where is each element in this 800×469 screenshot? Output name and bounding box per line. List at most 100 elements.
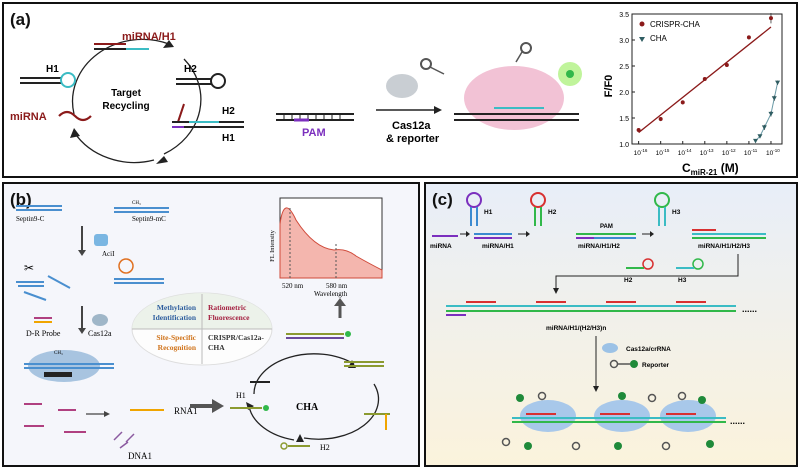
- panel-c-diagram: miRNA H1 miRNA/H1 H2 PAM: [430, 192, 766, 451]
- h1-hairpin: [20, 72, 76, 88]
- mirna-strand: [58, 110, 92, 122]
- h2-duplex-label: H2: [222, 106, 235, 117]
- h2-label: H2: [184, 64, 197, 75]
- ch3-label-1: CH₃: [132, 201, 141, 206]
- dna1-label: DNA1: [128, 451, 152, 461]
- h2-hairpin: [176, 73, 226, 89]
- mirna-h1-duplex-c: [474, 233, 512, 239]
- x-axis-label: CmiR-21 (M): [682, 161, 739, 176]
- identification-label: Identification: [153, 313, 197, 322]
- target-recycling-cycle: [70, 38, 202, 164]
- legend-crispr-marker: [639, 21, 645, 27]
- y-tick-label: 3.0: [619, 38, 629, 45]
- x-tick-label: 10-10: [766, 148, 780, 157]
- septin9-mc-dna: [114, 207, 169, 213]
- cha-fit-line: [755, 82, 779, 142]
- h1-label: H1: [46, 64, 59, 75]
- x-tick-label: 10-14: [678, 148, 692, 157]
- calibration-chart: F/F0 CmiR-21 (M) 1.01.52.02.53.03.510-16…: [603, 12, 783, 176]
- scissors-icon: ✂: [24, 261, 34, 275]
- h3-recycle-label: H3: [678, 277, 687, 284]
- ch3-label-2: CH₃: [54, 351, 63, 356]
- polymer-strand: [446, 301, 736, 316]
- cleaved-fragments: [16, 275, 164, 301]
- big-right-arrow: [190, 399, 224, 413]
- h2-h1-duplex: [172, 103, 244, 128]
- blocked-cut-icon: [118, 258, 134, 274]
- panel-a-diagram: Target Recycling H1 miRNA miRNA/H1 H2: [10, 31, 582, 164]
- crispr-cha-point: [680, 100, 685, 105]
- reporter-label: & reporter: [386, 133, 440, 145]
- spectrum-inset: [279, 197, 383, 279]
- spectrum-ylabel: FL Intensity: [269, 229, 276, 261]
- legend-cha-label: CHA: [650, 34, 668, 43]
- mirna-h1-h2-h3-duplex-c: [692, 229, 766, 239]
- panel-c-label: (c): [432, 190, 453, 209]
- septin9-mc-label: Septin9-mC: [132, 215, 166, 223]
- cas12a-label: Cas12a: [392, 120, 431, 132]
- mirna-c-label: miRNA: [430, 243, 452, 250]
- cleavage-products: [24, 403, 110, 433]
- feature-ellipse: [131, 292, 273, 366]
- mirna-h1-c-label: miRNA/H1: [482, 243, 514, 250]
- crispr-cha-point: [658, 117, 663, 122]
- recycling-label: Recycling: [102, 101, 149, 112]
- fluorescence-label: Fluorescence: [208, 313, 250, 322]
- panel-c: (c) miRNA H1 miRNA/H1 H2: [424, 182, 798, 467]
- cas12a-target-complex: [24, 350, 114, 382]
- h1-c-label: H1: [484, 209, 493, 216]
- crispr-cha-point: [636, 127, 641, 132]
- x-tick-label: 10-16: [634, 148, 648, 157]
- panel-b-diagram: Septin9-C CH₃ Septin9-mC AciI ✂ D-R Prob…: [16, 197, 390, 461]
- crispr-cha-point: [702, 77, 707, 81]
- h1-b-label: H1: [236, 391, 246, 400]
- h2-h3-recycle: [553, 254, 739, 294]
- y-tick-label: 2.5: [619, 64, 629, 71]
- mirna-h1-duplex: [94, 43, 149, 50]
- acii-enzyme-icon: [94, 234, 108, 246]
- septin9-c-dna: [16, 205, 62, 211]
- cha-point: [775, 80, 781, 86]
- reporter-icon: [609, 359, 638, 369]
- crispr-cha-point: [746, 35, 751, 40]
- complex-dots: ......: [730, 416, 745, 426]
- dna1-fragments: [113, 431, 135, 449]
- site-specific-label: Site-Specific: [156, 333, 196, 342]
- polymer-dots: ......: [742, 304, 757, 314]
- crispr-cha-point: [768, 16, 773, 21]
- cha-label: CHA: [296, 402, 319, 413]
- h2-hairpin-c: [530, 192, 546, 226]
- cha-point: [761, 125, 767, 130]
- panel-b-label: (b): [10, 190, 32, 209]
- crispr-cha-point: [724, 62, 729, 67]
- cha-point: [753, 138, 759, 144]
- mirna-h1-h2-c-label: miRNA/H1/H2: [578, 243, 620, 250]
- h1-duplex-label: H1: [222, 133, 235, 144]
- panel-a-label: (a): [10, 10, 31, 29]
- legend-crispr-label: CRISPR-CHA: [650, 20, 700, 29]
- spectrum-580-label: 580 nm: [326, 282, 348, 290]
- chart-legend: CRISPR-CHA CHA: [639, 20, 700, 43]
- dr-probe-label: D-R Probe: [26, 329, 61, 338]
- x-tick-label: 10-13: [700, 148, 714, 157]
- cha-sub-label: CHA: [208, 343, 225, 352]
- cha-point: [768, 111, 774, 117]
- rna1-label: RNA1: [174, 406, 198, 416]
- h1-hairpin-c: [466, 192, 482, 226]
- y-tick-label: 3.5: [619, 12, 629, 19]
- pam-label: PAM: [302, 127, 326, 139]
- recognition-label: Recognition: [158, 343, 197, 352]
- spectrum-xlabel: Wavelength: [314, 290, 348, 298]
- cas12a-polymer-complexes: [501, 391, 726, 451]
- crispr-label: CRISPR/Cas12a-: [208, 333, 264, 342]
- legend-cha-marker: [639, 37, 645, 42]
- h2-c-label: H2: [548, 209, 557, 216]
- h3-hairpin-c: [654, 192, 670, 226]
- y-axis-label: F/F0: [603, 75, 615, 98]
- cha-point: [771, 96, 777, 101]
- x-tick-label: 10-15: [656, 148, 670, 157]
- pam-duplex: [276, 113, 354, 122]
- pam-c-label: PAM: [600, 224, 613, 230]
- methylation-label: Methylation: [157, 303, 197, 312]
- cha-point: [757, 134, 763, 139]
